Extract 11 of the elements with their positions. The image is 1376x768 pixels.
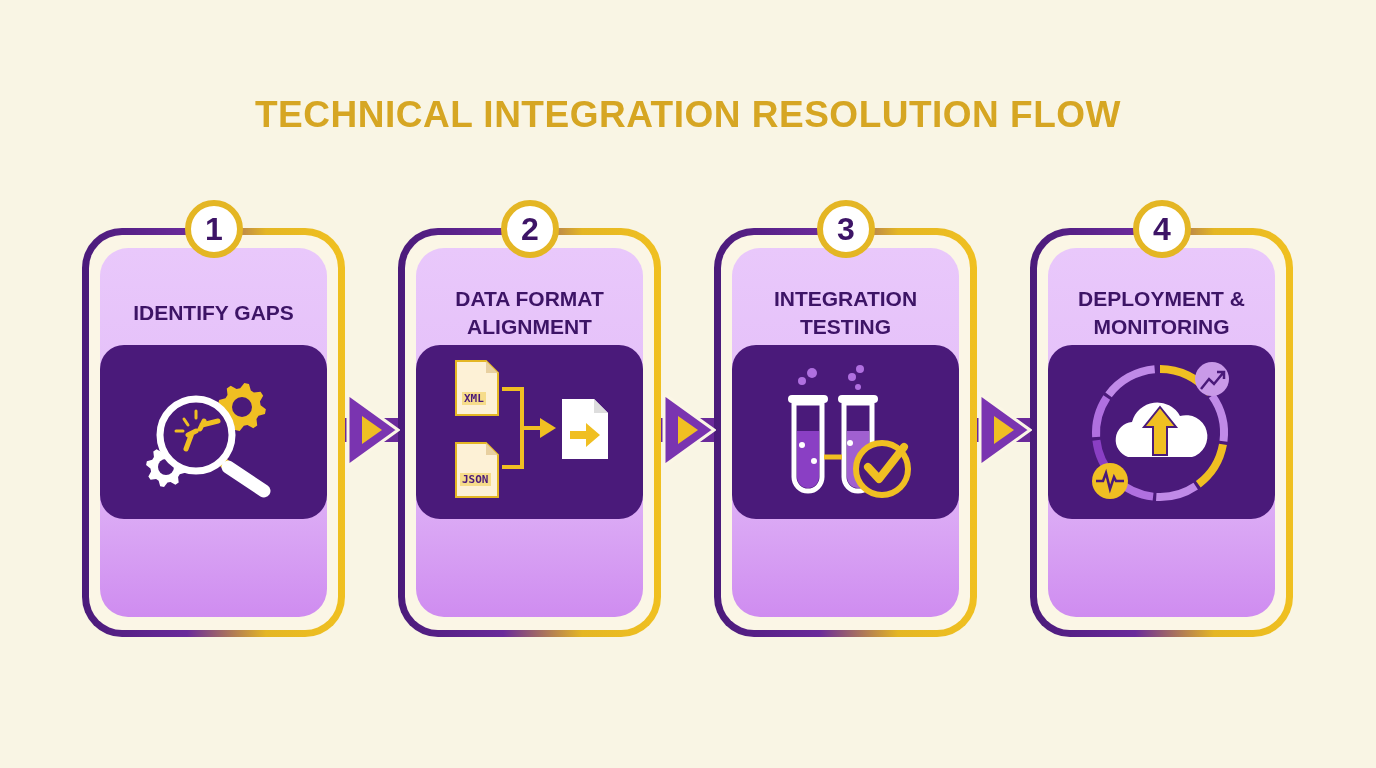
step-number: 2 — [501, 200, 559, 258]
step-number: 1 — [185, 200, 243, 258]
file-type-label: JSON — [460, 473, 491, 486]
file-type-label: XML — [462, 392, 486, 405]
step-number: 3 — [817, 200, 875, 258]
diagram-title: TECHNICAL INTEGRATION RESOLUTION FLOW — [254, 94, 1122, 136]
step-title: DEPLOYMENT & MONITORING — [1077, 286, 1246, 340]
step-title: INTEGRATION TESTING — [772, 286, 919, 340]
step-number: 4 — [1133, 200, 1191, 258]
step-title: IDENTIFY GAPS — [132, 300, 295, 326]
step-title: DATA FORMAT ALIGNMENT — [454, 286, 605, 340]
